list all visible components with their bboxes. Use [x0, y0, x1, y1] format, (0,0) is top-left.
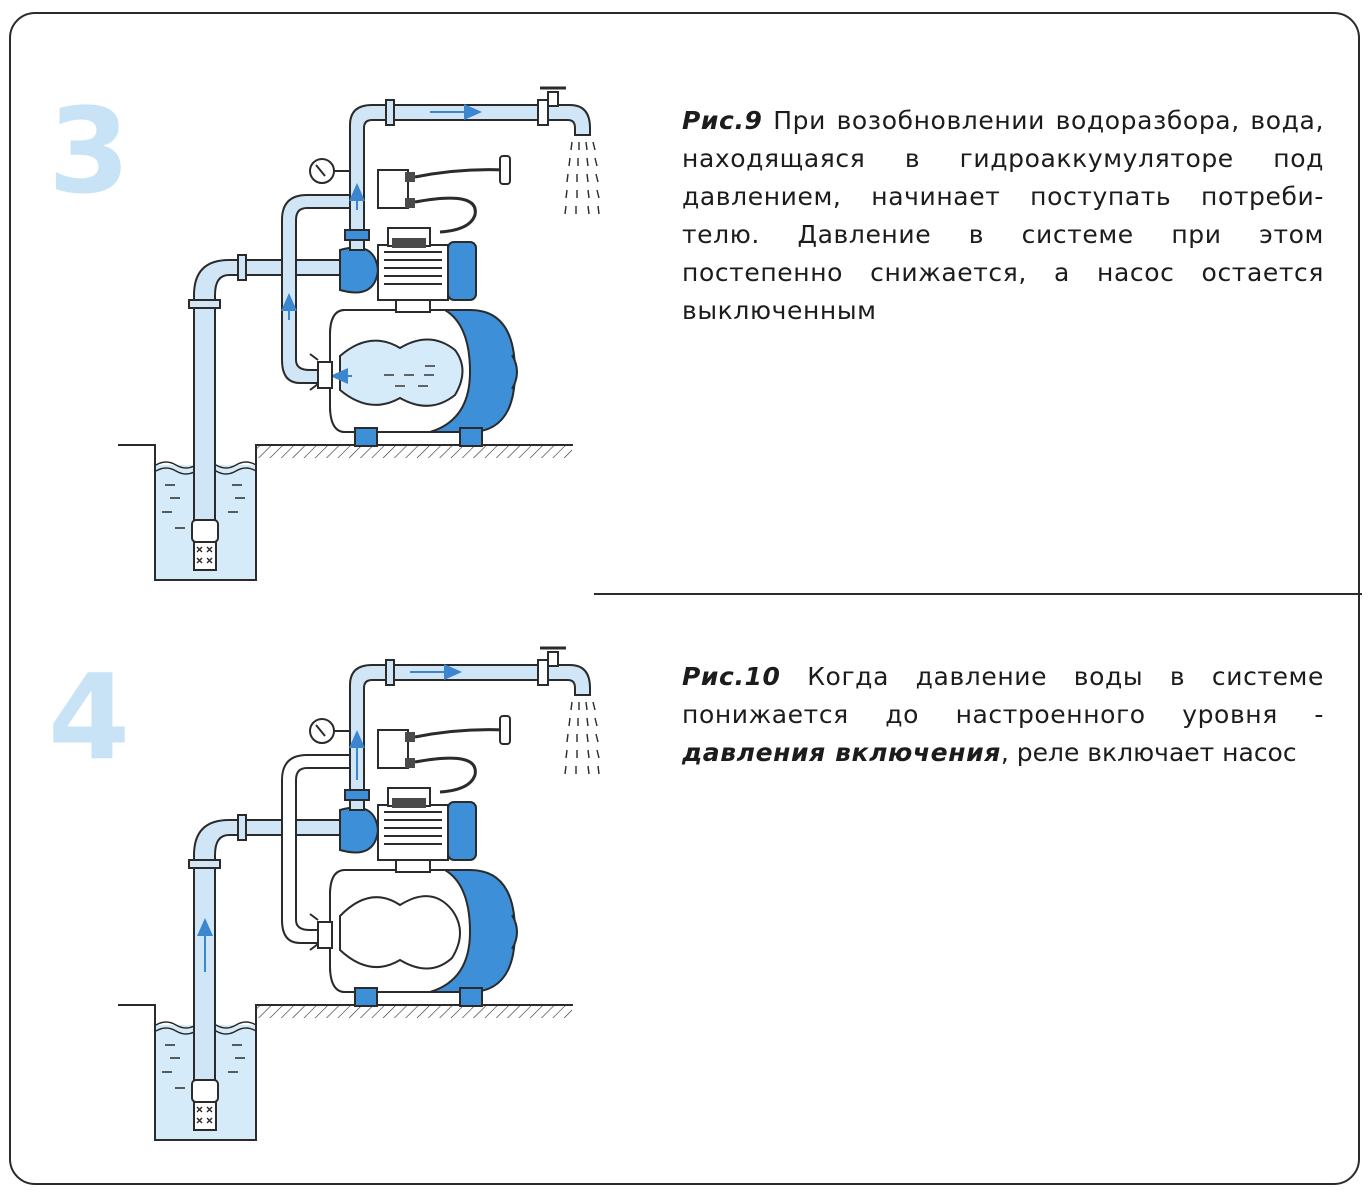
tank-valve [309, 913, 333, 951]
water-tap [537, 646, 600, 775]
pressure-gauge [309, 718, 350, 744]
caption-emphasis: давления включения [682, 738, 1001, 767]
pressure-switch [377, 155, 511, 234]
accumulator-tank [329, 869, 518, 1007]
pump-unit [339, 227, 477, 313]
tank-valve [309, 353, 333, 391]
figure-label: Рис.10 [682, 662, 781, 691]
pump-diagram-fig9 [118, 86, 600, 581]
ground [118, 1004, 573, 1141]
riser-pipe [344, 659, 546, 811]
pressure-gauge [309, 158, 350, 184]
caption-text: Когда давление воды в системе понижается… [682, 662, 1324, 729]
step-number-3: 3 [48, 82, 131, 220]
bypass-pipe [281, 754, 351, 944]
caption-text: При возобновлении водоразбора, вода, нах… [682, 106, 1324, 325]
section-divider [594, 593, 1362, 595]
ground [118, 444, 573, 581]
step-number-4: 4 [48, 648, 131, 786]
accumulator-tank [329, 309, 518, 447]
caption-fig9: Рис.9 При возобновлении водоразбора, вод… [682, 102, 1324, 330]
riser-pipe [344, 99, 546, 251]
pump-unit [339, 787, 477, 873]
pressure-switch [377, 715, 511, 794]
panel-frame [9, 12, 1360, 1185]
water-tap [537, 86, 600, 215]
suction-pipe [188, 814, 341, 1131]
caption-fig10: Рис.10 Когда давление воды в системе пон… [682, 658, 1324, 772]
pump-diagram-fig10 [118, 646, 600, 1141]
figure-label: Рис.9 [682, 106, 763, 135]
bypass-pipe [281, 194, 352, 384]
caption-text-after: , реле включает насос [1000, 738, 1297, 767]
suction-pipe [188, 254, 341, 571]
